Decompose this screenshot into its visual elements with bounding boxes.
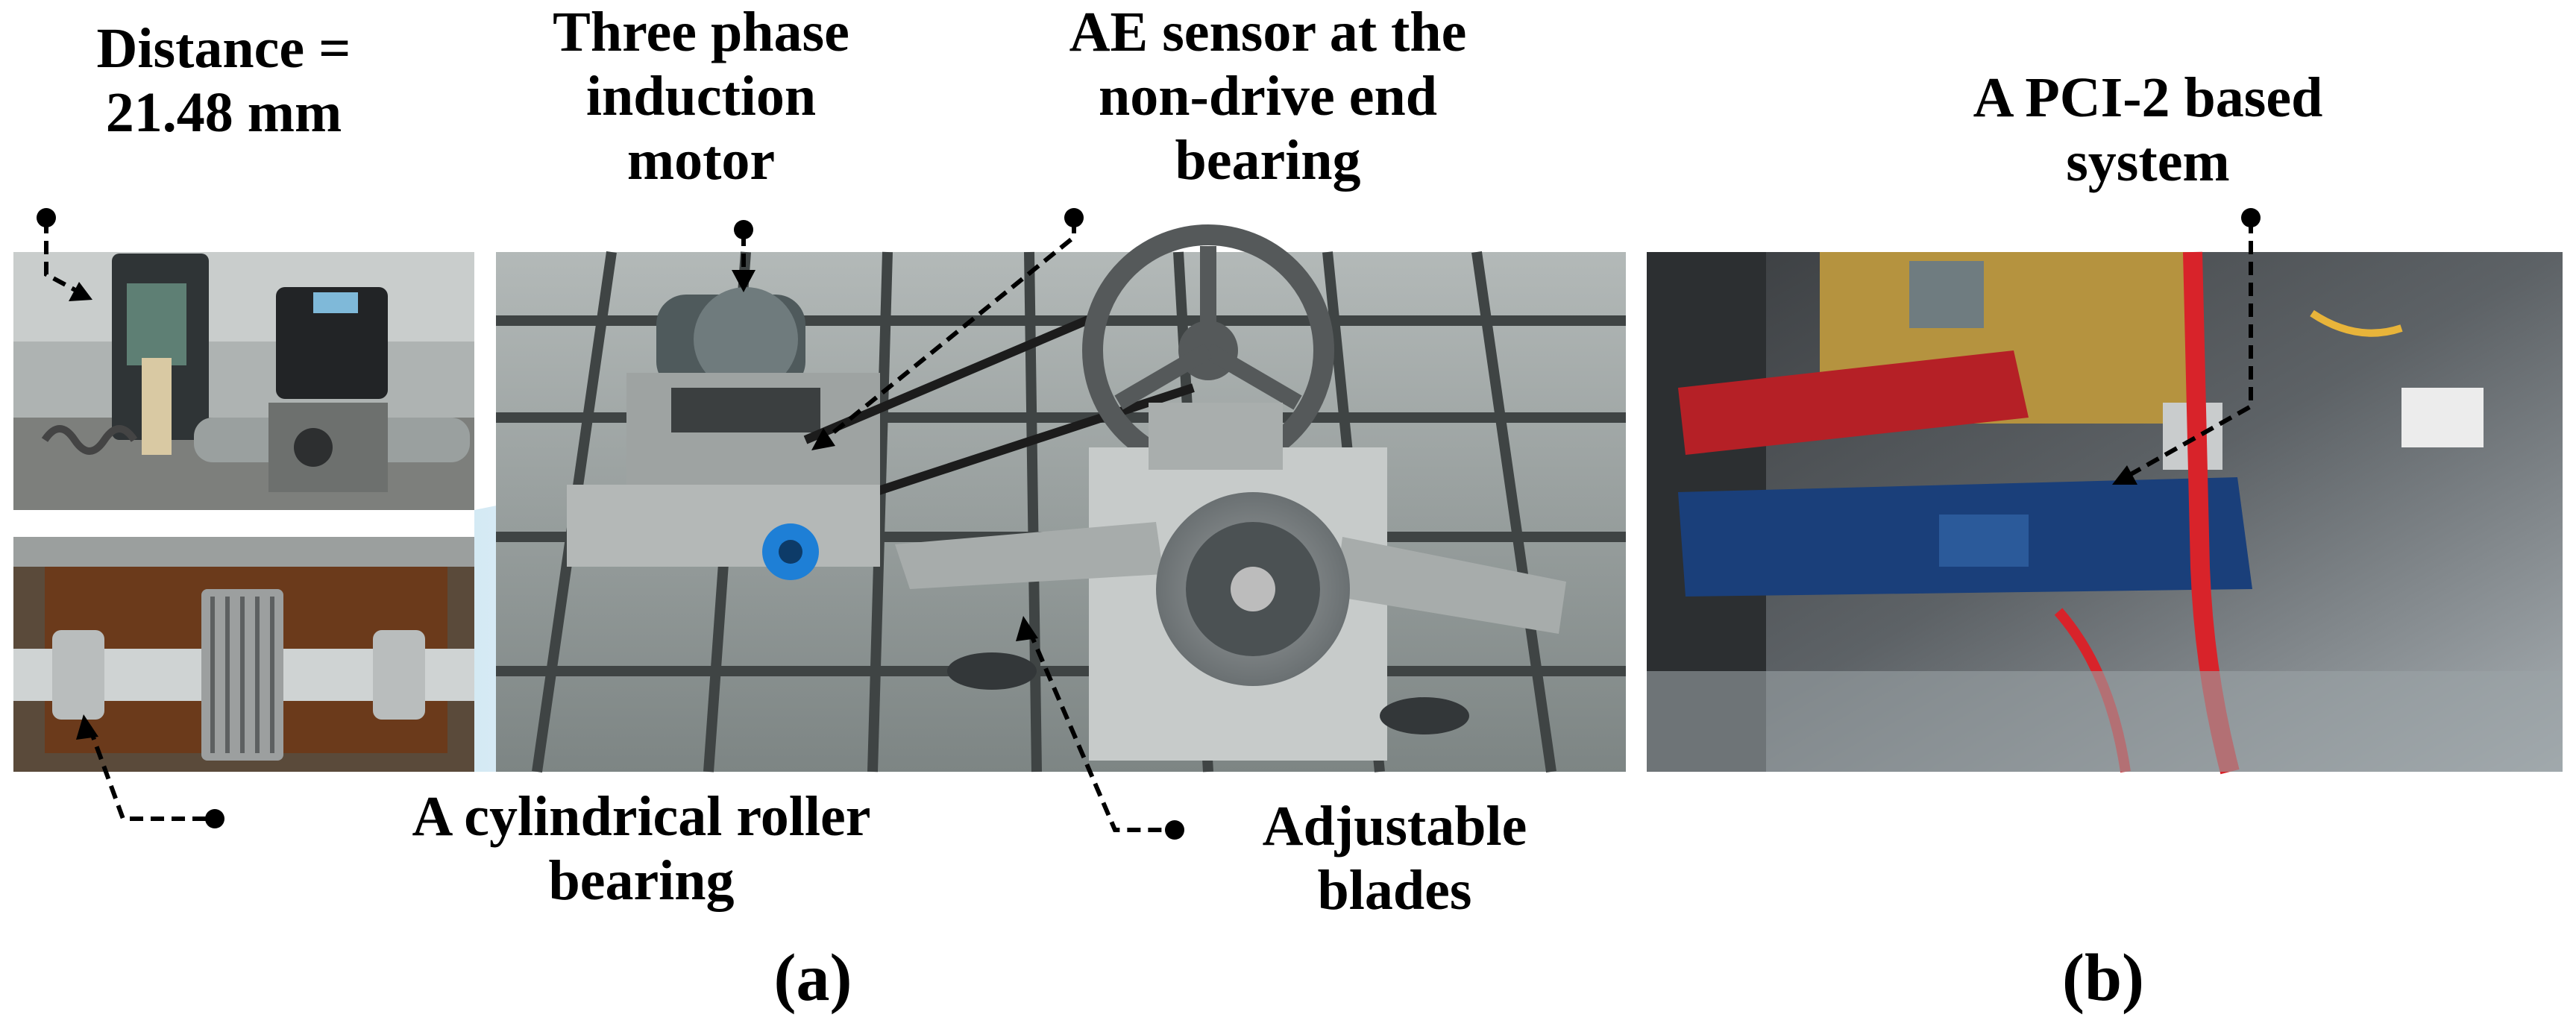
roller-arrowhead — [76, 714, 98, 740]
blades-leader — [1027, 629, 1171, 832]
pci-leader — [2124, 220, 2253, 479]
distance-label: Distance = 21.48 mm — [22, 16, 425, 145]
roller-label-line2: bearing — [548, 849, 735, 912]
blades-dot — [1165, 820, 1184, 840]
ae-sensor-label-line3: bearing — [1175, 129, 1361, 192]
distance-label-line2: 21.48 mm — [105, 81, 342, 144]
pci-label: A PCI-2 based system — [1850, 66, 2446, 194]
roller-leader — [87, 726, 213, 821]
distance-label-line1: Distance = — [96, 17, 351, 80]
roller-dot — [205, 809, 224, 828]
panel-label-a: (a) — [773, 941, 852, 1015]
roller-label: A cylindrical roller bearing — [268, 784, 1014, 913]
pci-arrowhead — [2112, 465, 2137, 485]
pci-label-line2: system — [2066, 130, 2230, 193]
distance-dot — [37, 208, 56, 227]
blades-label-line1: Adjustable — [1262, 795, 1527, 858]
panel-label-b: (b) — [2062, 941, 2144, 1015]
pci-dot — [2241, 208, 2261, 227]
motor-label-line2: induction — [585, 65, 817, 128]
caliper-photo — [13, 252, 474, 510]
ae-sensor-label-line2: non-drive end — [1099, 65, 1437, 128]
pci-system-photo — [1647, 251, 2563, 775]
blades-label-line2: blades — [1317, 859, 1472, 922]
blades-arrowhead — [1016, 616, 1038, 641]
blades-label: Adjustable blades — [1186, 794, 1603, 922]
callout-markers — [37, 208, 2261, 840]
ae-sensor-label: AE sensor at the non-drive end bearing — [970, 0, 1566, 192]
roller-label-line1: A cylindrical roller — [412, 785, 871, 848]
pci-label-line1: A PCI-2 based — [1973, 66, 2323, 129]
distance-leader — [44, 220, 85, 297]
motor-arrowhead — [732, 270, 755, 292]
motor-label-line1: Three phase — [553, 1, 849, 63]
ae-sensor-dot — [1064, 208, 1084, 227]
distance-arrowhead — [69, 282, 92, 301]
ae-sensor-label-line1: AE sensor at the — [1069, 1, 1467, 63]
motor-dot — [734, 220, 753, 239]
ae-sensor-arrowhead — [811, 428, 835, 450]
motor-label-line3: motor — [626, 129, 776, 192]
test-rig-photo — [496, 224, 1626, 773]
motor-label: Three phase induction motor — [477, 0, 925, 192]
